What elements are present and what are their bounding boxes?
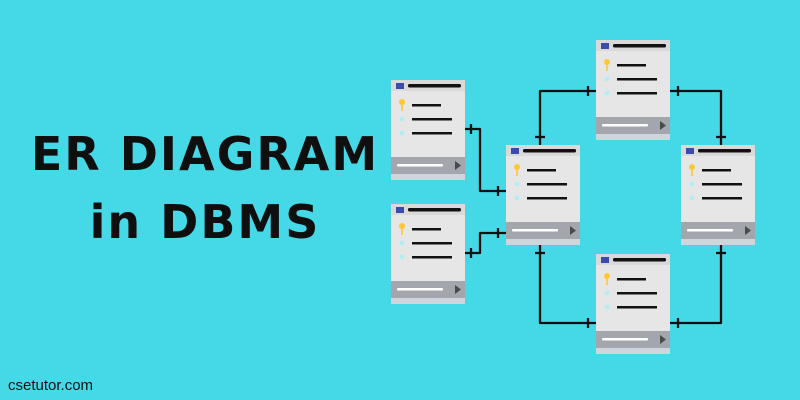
field-dot-icon bbox=[604, 76, 610, 82]
table-shadow bbox=[596, 348, 670, 354]
field-line bbox=[527, 169, 556, 172]
field-dot-icon bbox=[514, 181, 520, 187]
field-dot-icon bbox=[514, 195, 520, 201]
page-title: ER DIAGRAM in DBMS bbox=[30, 120, 380, 256]
table-shadow bbox=[391, 174, 465, 180]
key-icon bbox=[514, 164, 520, 176]
field-line bbox=[617, 78, 657, 81]
table-left-top bbox=[391, 80, 465, 180]
field-line bbox=[412, 256, 452, 259]
relationship-line bbox=[465, 127, 506, 193]
field-dot-icon bbox=[604, 304, 610, 310]
title-line-2: in DBMS bbox=[89, 195, 321, 249]
key-icon bbox=[604, 273, 610, 285]
relationship-line bbox=[670, 245, 723, 325]
table-color-swatch-icon bbox=[396, 83, 404, 89]
footer-line bbox=[397, 288, 443, 291]
field-line bbox=[527, 197, 567, 200]
field-line bbox=[702, 169, 731, 172]
field-line bbox=[412, 118, 452, 121]
relationship-line bbox=[538, 245, 596, 325]
key-icon bbox=[399, 223, 405, 235]
field-line bbox=[617, 292, 657, 295]
table-name-bar bbox=[613, 258, 666, 262]
field-dot-icon bbox=[689, 195, 695, 201]
field-line bbox=[617, 64, 646, 67]
table-name-bar bbox=[698, 149, 751, 153]
table-color-swatch-icon bbox=[511, 148, 519, 154]
field-dot-icon bbox=[604, 290, 610, 296]
footer-line bbox=[602, 124, 648, 127]
table-name-bar bbox=[408, 208, 461, 212]
field-dot-icon bbox=[399, 116, 405, 122]
site-watermark: csetutor.com bbox=[8, 377, 94, 394]
table-shadow bbox=[506, 239, 580, 245]
field-line bbox=[617, 92, 657, 95]
table-color-swatch-icon bbox=[686, 148, 694, 154]
table-right bbox=[681, 145, 755, 245]
field-dot-icon bbox=[604, 90, 610, 96]
relationship-line bbox=[465, 231, 506, 255]
entity-tables bbox=[391, 40, 755, 354]
field-line bbox=[412, 132, 452, 135]
table-center bbox=[506, 145, 580, 245]
footer-line bbox=[397, 164, 443, 167]
field-dot-icon bbox=[689, 181, 695, 187]
field-line bbox=[617, 306, 657, 309]
table-top bbox=[596, 40, 670, 140]
field-line bbox=[617, 278, 646, 281]
scroll-arrow-icon bbox=[660, 121, 666, 130]
footer-line bbox=[512, 229, 558, 232]
field-line bbox=[702, 183, 742, 186]
field-line bbox=[412, 104, 441, 107]
title-line-1: ER DIAGRAM bbox=[30, 127, 380, 181]
table-color-swatch-icon bbox=[601, 43, 609, 49]
table-name-bar bbox=[613, 44, 666, 48]
footer-line bbox=[602, 338, 648, 341]
field-line bbox=[527, 183, 567, 186]
field-line bbox=[702, 197, 742, 200]
scroll-arrow-icon bbox=[660, 335, 666, 344]
scroll-arrow-icon bbox=[455, 285, 461, 294]
table-left-bottom bbox=[391, 204, 465, 304]
table-name-bar bbox=[408, 84, 461, 88]
footer-line bbox=[687, 229, 733, 232]
table-bottom bbox=[596, 254, 670, 354]
relationship-line bbox=[670, 89, 723, 145]
field-dot-icon bbox=[399, 254, 405, 260]
table-shadow bbox=[391, 298, 465, 304]
scroll-arrow-icon bbox=[570, 226, 576, 235]
key-icon bbox=[399, 99, 405, 111]
key-icon bbox=[604, 59, 610, 71]
scroll-arrow-icon bbox=[745, 226, 751, 235]
table-name-bar bbox=[523, 149, 576, 153]
field-dot-icon bbox=[399, 240, 405, 246]
scroll-arrow-icon bbox=[455, 161, 461, 170]
table-color-swatch-icon bbox=[396, 207, 404, 213]
table-shadow bbox=[596, 134, 670, 140]
field-line bbox=[412, 228, 441, 231]
field-dot-icon bbox=[399, 130, 405, 136]
table-color-swatch-icon bbox=[601, 257, 609, 263]
relationship-line bbox=[538, 89, 596, 145]
relationship-lines bbox=[465, 86, 726, 328]
table-shadow bbox=[681, 239, 755, 245]
key-icon bbox=[689, 164, 695, 176]
field-line bbox=[412, 242, 452, 245]
